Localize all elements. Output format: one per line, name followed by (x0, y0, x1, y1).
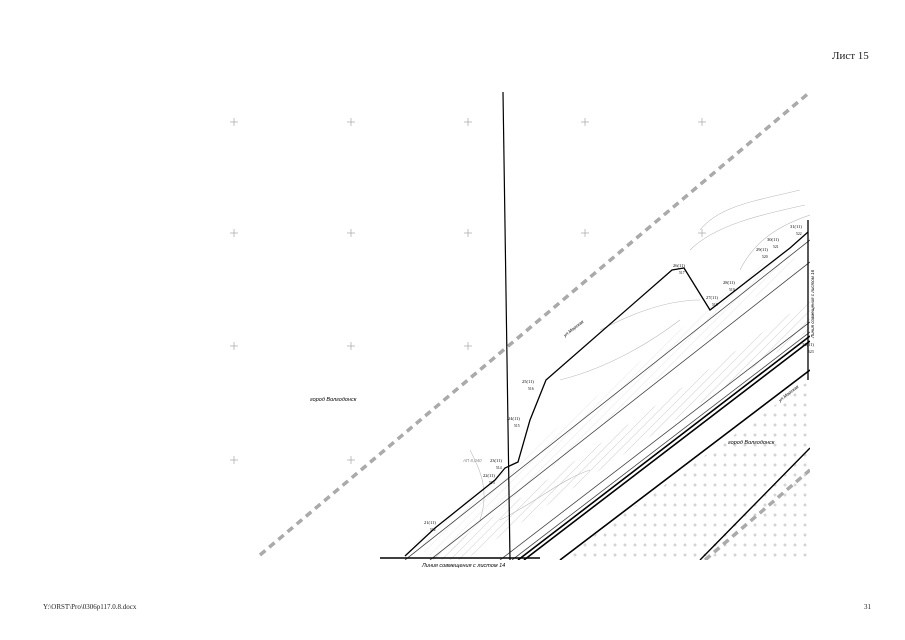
survey-point-labels: 21(11) 512 22(11) 513 23(11) 514 24(11) 515 25(1… (424, 224, 814, 532)
grid-cross (230, 456, 238, 464)
vertical-boundary (502, 91, 511, 561)
survey-point-sub: 518 (712, 303, 718, 307)
survey-point-id: 24(11) (508, 416, 520, 421)
survey-point-id: 28(11) (723, 280, 735, 285)
survey-point-sub: 523 (808, 350, 814, 354)
rail-lines (517, 335, 810, 560)
grid-cross (230, 229, 238, 237)
survey-point-sub: 521 (773, 245, 779, 249)
survey-point-id: 29(11) (756, 247, 768, 252)
right-edge-label: Линия совмещения с листом 16 (810, 269, 815, 339)
street-label-mid: ул.Морская (562, 319, 585, 339)
grid-cross (347, 342, 355, 350)
city-label-left: город Волгодонск (310, 397, 357, 403)
contour-label: АП 8,040 (462, 458, 482, 463)
hatched-strip-upper (410, 250, 800, 560)
grid-cross (464, 342, 472, 350)
thick-road-right (699, 447, 810, 560)
footer-file-path: Y:\ORST\Pro\0306p117.0.8.docx (43, 603, 137, 611)
grid-crosses (230, 118, 706, 464)
survey-point-id: 23(11) (490, 458, 502, 463)
grid-cross (230, 342, 238, 350)
survey-point-sub: 514 (496, 466, 502, 470)
grid-cross (581, 229, 589, 237)
city-label-right: город Волгодонск (728, 440, 775, 446)
survey-point-sub: 520 (762, 255, 768, 259)
grid-cross (347, 456, 355, 464)
survey-point-sub: 517 (679, 271, 685, 275)
grid-cross (698, 229, 706, 237)
survey-point-id: 26(11) (673, 263, 685, 268)
grid-cross (464, 229, 472, 237)
survey-point-sub: 512 (430, 528, 436, 532)
survey-point-sub: 519 (729, 288, 735, 292)
survey-point-sub: 522 (796, 232, 802, 236)
sheet-number: Лист 15 (832, 50, 869, 62)
survey-point-id: 32(11) (802, 342, 814, 347)
hatched-strip (430, 300, 810, 560)
survey-point-id: 27(11) (706, 295, 718, 300)
dotted-area (560, 380, 810, 560)
grid-cross (581, 118, 589, 126)
grid-cross (347, 229, 355, 237)
grid-cross (464, 118, 472, 126)
survey-point-sub: 513 (489, 481, 495, 485)
grid-cross (230, 118, 238, 126)
road-lines (404, 239, 810, 560)
survey-point-id: 25(11) (522, 379, 534, 384)
project-boundary (404, 231, 809, 557)
grid-cross (698, 118, 706, 126)
junction-label: Линия совмещения с листом 14 (421, 563, 505, 569)
footer-page-number: 31 (864, 603, 871, 611)
grid-cross (347, 118, 355, 126)
survey-point-sub: 516 (528, 387, 534, 391)
survey-point-id: 31(11) (790, 224, 802, 229)
survey-point-id: 21(11) (424, 520, 436, 525)
survey-point-sub: 515 (514, 424, 520, 428)
survey-point-id: 22(11) (483, 473, 495, 478)
survey-point-id: 30(11) (767, 237, 779, 242)
